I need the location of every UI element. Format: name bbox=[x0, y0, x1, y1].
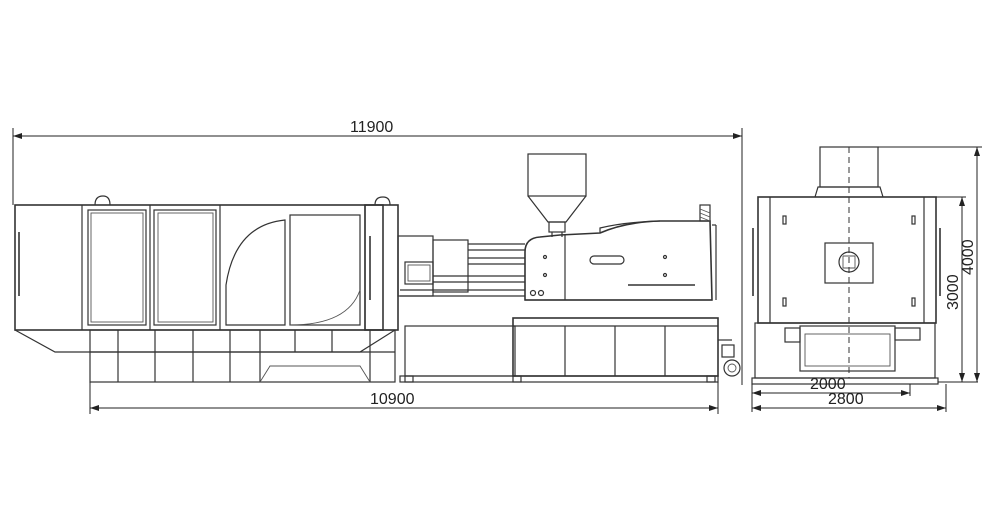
clamping-unit bbox=[14, 195, 399, 331]
hopper bbox=[527, 153, 587, 237]
door-window bbox=[289, 214, 361, 326]
injection-base-frame bbox=[399, 317, 741, 383]
dim-label-height-inner: 3000 bbox=[945, 274, 962, 310]
door-window bbox=[87, 209, 147, 326]
injection-unit bbox=[524, 204, 717, 301]
end-view bbox=[751, 146, 941, 385]
tie-bars bbox=[397, 235, 525, 297]
dim-label-end-width-outer: 2800 bbox=[828, 391, 864, 408]
side-view bbox=[14, 153, 741, 383]
dim-label-base-length: 10900 bbox=[370, 391, 415, 408]
door-window bbox=[153, 209, 217, 326]
dim-label-end-width-inner: 2000 bbox=[810, 376, 846, 393]
barrel-label-plate bbox=[589, 255, 625, 265]
dim-label-overall-length: 11900 bbox=[350, 119, 393, 136]
clamp-base-frame bbox=[14, 329, 396, 383]
dim-label-height-outer: 4000 bbox=[960, 239, 977, 275]
dimension-lines bbox=[12, 128, 982, 414]
